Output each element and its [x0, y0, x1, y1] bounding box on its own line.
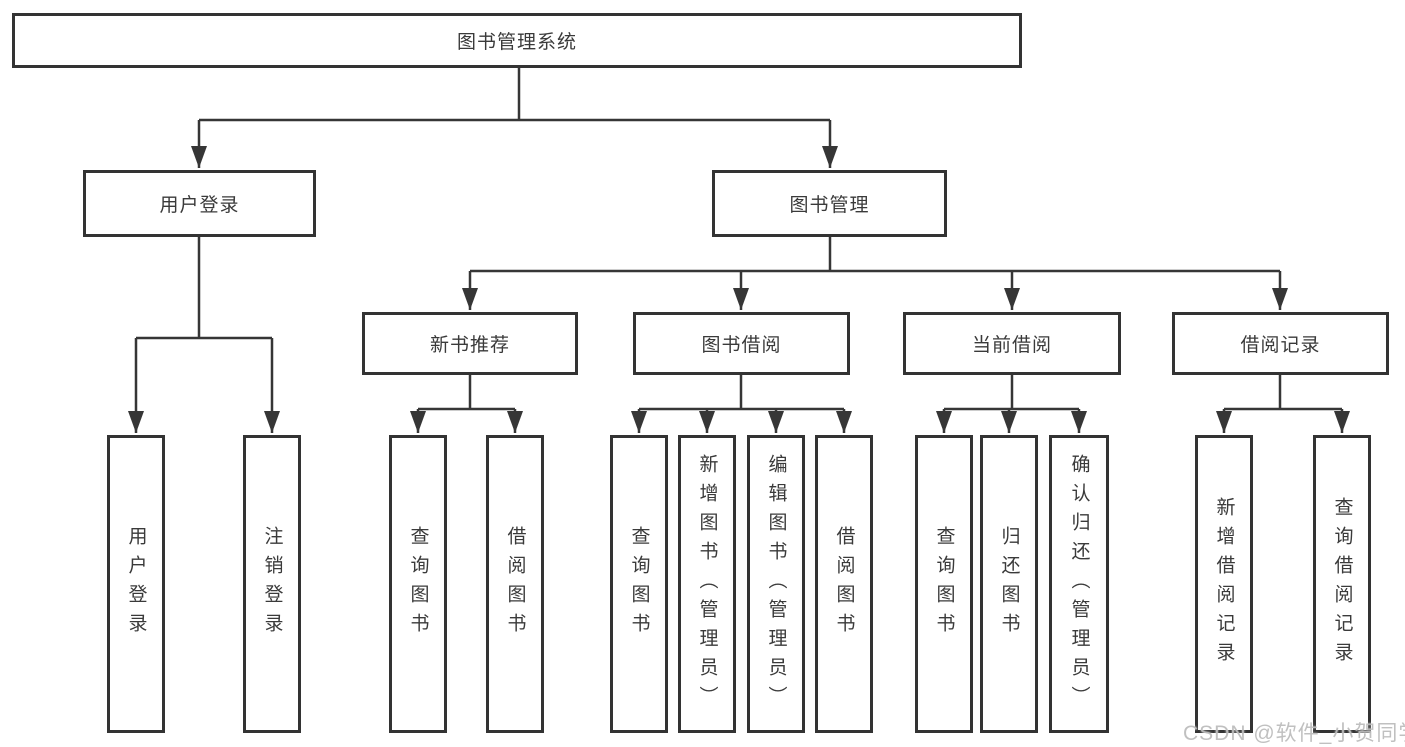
- node-borrow-records: 借阅记录: [1172, 312, 1389, 375]
- leaf-borrow-books-recommend-label: 借阅图书: [504, 526, 526, 642]
- leaf-borrow-books-recommend: 借阅图书: [486, 435, 544, 733]
- leaf-query-books-borrowing: 查询图书: [610, 435, 668, 733]
- node-new-book-recommend: 新书推荐: [362, 312, 578, 375]
- leaf-logout: 注销登录: [243, 435, 301, 733]
- node-new-book-recommend-label: 新书推荐: [429, 335, 510, 356]
- leaf-query-borrow-record: 查询借阅记录: [1313, 435, 1371, 733]
- leaf-add-books-admin: 新增图书（管理员）: [678, 435, 736, 733]
- leaf-query-books-recommend-label: 查询图书: [407, 526, 429, 642]
- leaf-return-books: 归还图书: [980, 435, 1038, 733]
- watermark-text: CSDN @软件_小贺同学: [1183, 722, 1405, 745]
- node-current-borrowing-label: 当前借阅: [971, 335, 1052, 356]
- leaf-confirm-return-admin: 确认归还（管理员）: [1049, 435, 1109, 733]
- leaf-edit-books-admin-label: 编辑图书（管理员）: [765, 453, 787, 715]
- node-book-management-label: 图书管理: [789, 195, 870, 216]
- leaf-add-books-admin-label: 新增图书（管理员）: [696, 453, 718, 715]
- leaf-user-login: 用户登录: [107, 435, 165, 733]
- node-book-borrowing: 图书借阅: [633, 312, 850, 375]
- node-book-borrowing-label: 图书借阅: [701, 335, 782, 356]
- leaf-return-books-label: 归还图书: [998, 526, 1020, 642]
- node-root-label: 图书管理系统: [456, 32, 577, 53]
- leaf-user-login-label: 用户登录: [125, 526, 147, 642]
- leaf-query-books-recommend: 查询图书: [389, 435, 447, 733]
- node-book-management: 图书管理: [712, 170, 947, 237]
- node-borrow-records-label: 借阅记录: [1240, 335, 1321, 356]
- leaf-borrow-books-label: 借阅图书: [833, 526, 855, 642]
- leaf-logout-label: 注销登录: [261, 526, 283, 642]
- leaf-query-books-current-label: 查询图书: [933, 526, 955, 642]
- leaf-add-borrow-record-label: 新增借阅记录: [1213, 497, 1235, 671]
- leaf-borrow-books: 借阅图书: [815, 435, 873, 733]
- leaf-query-books-current: 查询图书: [915, 435, 973, 733]
- leaf-edit-books-admin: 编辑图书（管理员）: [747, 435, 805, 733]
- node-current-borrowing: 当前借阅: [903, 312, 1121, 375]
- leaf-add-borrow-record: 新增借阅记录: [1195, 435, 1253, 733]
- leaf-confirm-return-admin-label: 确认归还（管理员）: [1068, 453, 1090, 715]
- node-user-login: 用户登录: [83, 170, 316, 237]
- leaf-query-books-borrowing-label: 查询图书: [628, 526, 650, 642]
- leaf-query-borrow-record-label: 查询借阅记录: [1331, 497, 1353, 671]
- node-root: 图书管理系统: [12, 13, 1022, 68]
- node-user-login-label: 用户登录: [159, 195, 240, 216]
